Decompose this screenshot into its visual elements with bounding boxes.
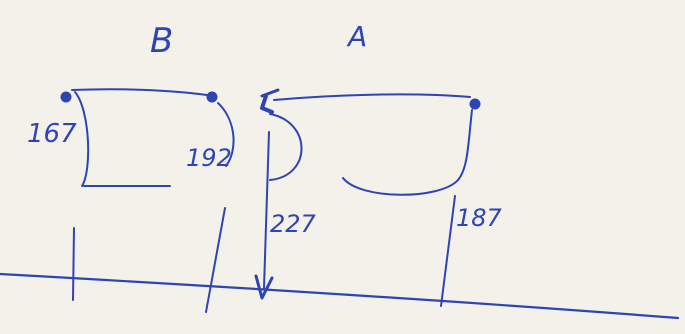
a-left-node-tick xyxy=(260,88,280,98)
b-right-bracket xyxy=(217,102,235,167)
a-left-node xyxy=(260,94,274,114)
a-right-stem xyxy=(440,195,456,307)
a-left-value: 227 xyxy=(270,210,317,238)
a-right-bracket xyxy=(457,109,473,181)
a-arrowhead xyxy=(254,274,274,300)
a-inner-curve xyxy=(342,177,459,196)
b-top-branch xyxy=(71,88,208,96)
baseline xyxy=(0,272,680,320)
b-left-node xyxy=(60,91,72,103)
b-left-bracket xyxy=(74,91,90,187)
b-right-node xyxy=(206,91,218,103)
cluster-label-a: A xyxy=(346,20,367,53)
b-left-stem xyxy=(72,227,75,301)
cluster-label-b: B xyxy=(150,21,173,61)
a-left-stem xyxy=(263,131,270,289)
b-right-stem xyxy=(205,207,226,313)
a-right-node xyxy=(469,98,481,110)
b-left-value: 167 xyxy=(27,119,77,149)
a-left-loop xyxy=(269,113,303,181)
a-right-value: 187 xyxy=(456,204,503,232)
b-right-value: 192 xyxy=(186,144,232,172)
a-top-branch xyxy=(273,93,471,101)
